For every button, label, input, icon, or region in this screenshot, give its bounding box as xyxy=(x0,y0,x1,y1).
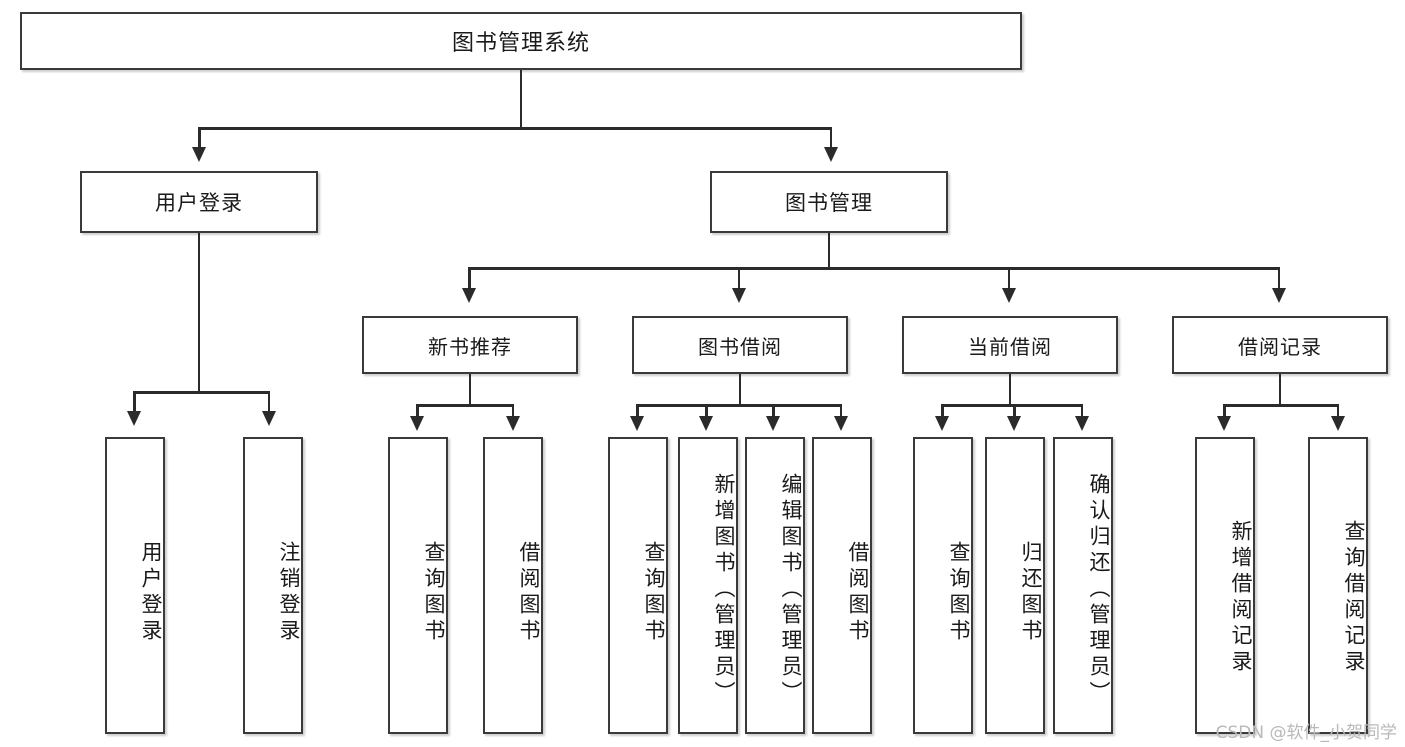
connector-book-borrow-stem xyxy=(738,374,741,406)
arrowhead-to-borrow-record xyxy=(1271,288,1286,303)
leaf-label: 查询图书 xyxy=(642,540,666,645)
leaf-label: 借阅图书 xyxy=(517,540,541,645)
leaf-borrow-book-1[interactable]: 借阅图书 xyxy=(483,437,543,734)
node-user-login[interactable]: 用户登录 xyxy=(80,171,318,233)
connector-book-manage-bus xyxy=(468,267,1280,270)
node-label: 用户登录 xyxy=(155,191,243,215)
connector-lvl3-drop-4 xyxy=(1277,267,1280,289)
leaf-user-login[interactable]: 用户登录 xyxy=(105,437,165,734)
arrowhead-to-book-manage xyxy=(823,147,838,162)
leaf-label: 借阅图书 xyxy=(846,540,870,645)
connector-current-borrow-stem xyxy=(1008,374,1011,406)
leaf-query-book-2[interactable]: 查询图书 xyxy=(608,437,668,734)
arrowhead-to-leaf-borrow-book-1 xyxy=(505,416,520,431)
connector-borrow-record-stem xyxy=(1278,374,1281,406)
leaf-label: 查询借阅记录 xyxy=(1342,519,1366,676)
arrowhead-to-book-borrow xyxy=(731,288,746,303)
connector-user-login-bus xyxy=(133,391,270,394)
connector-borrow-record-drop-1 xyxy=(1223,404,1226,418)
connector-root-drop-right xyxy=(829,127,832,149)
arrowhead-to-new-book-recommend xyxy=(462,288,476,303)
arrowhead-to-leaf-user-logout xyxy=(261,411,276,426)
connector-current-borrow-bus xyxy=(941,404,1081,407)
leaf-label: 新增借阅记录 xyxy=(1229,519,1253,676)
leaf-label: 确认归还（管理员） xyxy=(1087,472,1111,707)
connector-book-borrow-drop-3 xyxy=(772,404,775,418)
leaf-label: 用户登录 xyxy=(139,540,163,645)
connector-borrow-record-bus xyxy=(1223,404,1338,407)
node-root-book-management-system[interactable]: 图书管理系统 xyxy=(20,12,1022,70)
arrowhead-to-leaf-add-record xyxy=(1217,416,1231,431)
leaf-label: 查询图书 xyxy=(947,540,971,645)
leaf-query-record[interactable]: 查询借阅记录 xyxy=(1308,437,1368,734)
connector-book-manage-stem xyxy=(827,233,830,269)
connector-lvl3-drop-2 xyxy=(737,267,740,289)
connector-new-book-drop-1 xyxy=(416,404,419,418)
leaf-label: 归还图书 xyxy=(1019,540,1043,645)
arrowhead-to-leaf-query-record xyxy=(1330,416,1345,431)
arrowhead-to-user-login xyxy=(192,147,206,162)
connector-lvl3-drop-1 xyxy=(468,267,471,289)
connector-lvl3-drop-3 xyxy=(1007,267,1010,289)
leaf-return-book[interactable]: 归还图书 xyxy=(985,437,1045,734)
arrowhead-to-leaf-query-book-1 xyxy=(410,416,424,431)
node-book-borrow[interactable]: 图书借阅 xyxy=(632,316,848,374)
connector-current-borrow-drop-2 xyxy=(1013,404,1016,418)
connector-new-book-drop-2 xyxy=(511,404,514,418)
connector-book-borrow-drop-2 xyxy=(705,404,708,418)
leaf-label: 注销登录 xyxy=(277,540,301,645)
connector-borrow-record-drop-2 xyxy=(1336,404,1339,418)
leaf-label: 新增图书（管理员） xyxy=(712,472,736,707)
leaf-query-book-3[interactable]: 查询图书 xyxy=(913,437,973,734)
leaf-query-book-1[interactable]: 查询图书 xyxy=(388,437,448,734)
connector-new-book-stem xyxy=(468,374,471,406)
node-label: 当前借阅 xyxy=(968,334,1052,359)
arrowhead-to-leaf-query-book-3 xyxy=(935,416,949,431)
connector-book-borrow-drop-1 xyxy=(636,404,639,418)
node-borrow-record[interactable]: 借阅记录 xyxy=(1172,316,1388,374)
node-new-book-recommend[interactable]: 新书推荐 xyxy=(362,316,578,374)
leaf-add-record[interactable]: 新增借阅记录 xyxy=(1195,437,1255,734)
node-label: 图书管理系统 xyxy=(451,31,590,56)
connector-root-bus xyxy=(198,127,832,130)
arrowhead-to-leaf-return-book xyxy=(1007,416,1021,431)
arrowhead-to-current-borrow xyxy=(1001,288,1016,303)
leaf-add-book[interactable]: 新增图书（管理员） xyxy=(678,437,738,734)
connector-user-login-drop-1 xyxy=(133,391,136,413)
arrowhead-to-leaf-edit-book xyxy=(766,416,780,431)
leaf-label: 编辑图书（管理员） xyxy=(779,472,803,707)
node-label: 图书管理 xyxy=(785,191,873,215)
leaf-edit-book[interactable]: 编辑图书（管理员） xyxy=(745,437,805,734)
connector-current-borrow-drop-1 xyxy=(941,404,944,418)
arrowhead-to-leaf-query-book-2 xyxy=(630,416,644,431)
arrowhead-to-leaf-user-login xyxy=(127,411,141,426)
leaf-label: 查询图书 xyxy=(422,540,446,645)
connector-user-login-drop-2 xyxy=(267,391,270,413)
node-current-borrow[interactable]: 当前借阅 xyxy=(902,316,1118,374)
node-label: 图书借阅 xyxy=(698,334,782,359)
connector-current-borrow-drop-3 xyxy=(1080,404,1083,418)
connector-root-stem xyxy=(519,70,522,129)
node-book-manage[interactable]: 图书管理 xyxy=(710,171,948,233)
arrowhead-to-leaf-add-book xyxy=(699,416,713,431)
connector-book-borrow-bus xyxy=(636,404,842,407)
connector-user-login-stem xyxy=(197,233,200,393)
leaf-borrow-book-2[interactable]: 借阅图书 xyxy=(812,437,872,734)
connector-book-borrow-drop-4 xyxy=(839,404,842,418)
connector-new-book-bus xyxy=(416,404,514,407)
arrowhead-to-leaf-borrow-book-2 xyxy=(833,416,848,431)
node-label: 借阅记录 xyxy=(1238,334,1322,359)
arrowhead-to-leaf-confirm-return xyxy=(1074,416,1089,431)
leaf-confirm-return[interactable]: 确认归还（管理员） xyxy=(1053,437,1113,734)
node-label: 新书推荐 xyxy=(428,334,512,359)
connector-root-drop-left xyxy=(198,127,201,149)
leaf-user-logout[interactable]: 注销登录 xyxy=(243,437,303,734)
